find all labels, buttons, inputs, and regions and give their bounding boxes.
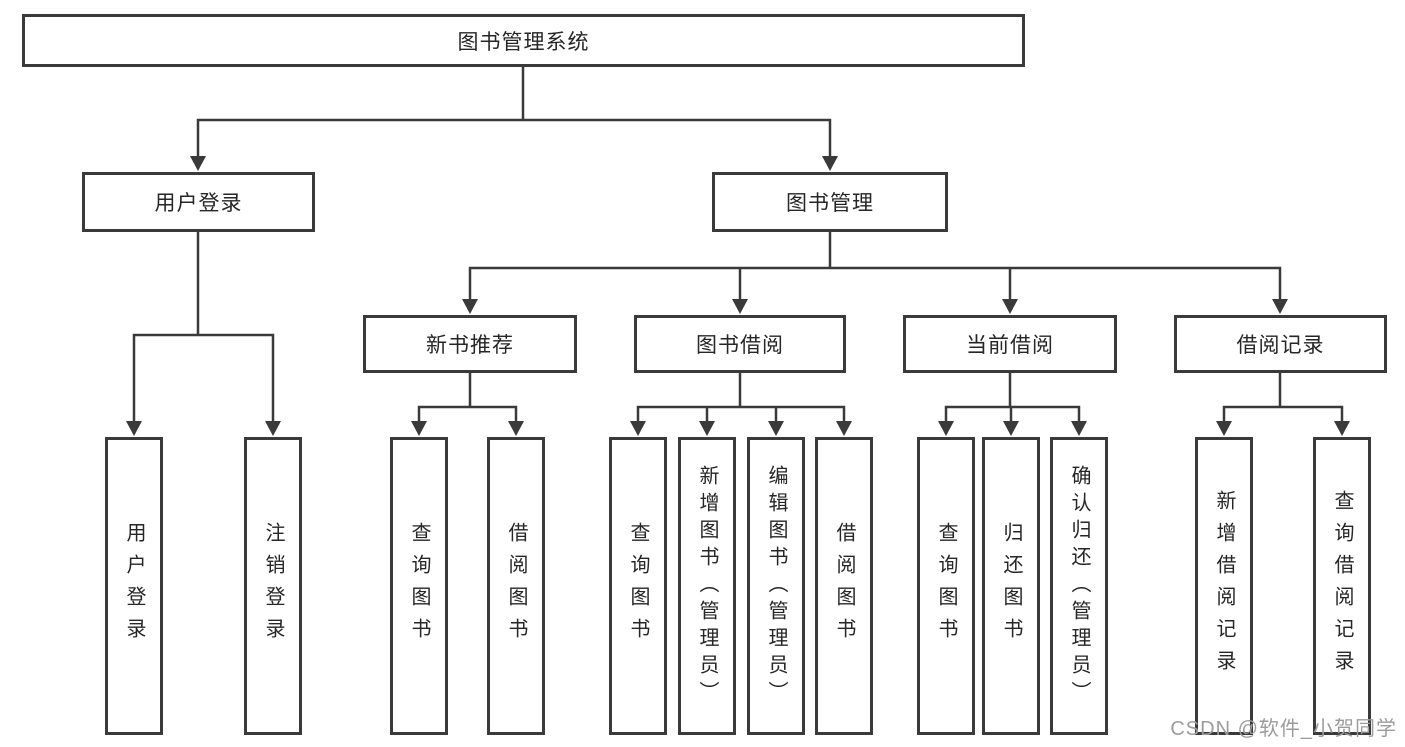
- leaf-current-query-books: 查询图书: [917, 437, 975, 735]
- leaf-user-login-label: 用户登录: [123, 522, 145, 650]
- node-book-borrow: 图书借阅: [634, 315, 846, 373]
- leaf-current-return-books-label: 归还图书: [1000, 522, 1022, 650]
- leaf-borrow-edit-books-admin: 编辑图书（管理员）: [747, 437, 805, 735]
- leaf-borrow-add-books-admin-label: 新增图书（管理员）: [696, 464, 718, 708]
- leaf-current-confirm-return-admin: 确认归还（管理员）: [1050, 437, 1108, 735]
- leaf-borrow-edit-books-admin-label: 编辑图书（管理员）: [765, 464, 787, 708]
- node-current-borrow: 当前借阅: [903, 315, 1117, 373]
- leaf-records-query-record: 查询借阅记录: [1313, 437, 1371, 735]
- node-user-login-label: 用户登录: [154, 192, 243, 215]
- node-book-borrow-label: 图书借阅: [696, 334, 784, 357]
- node-current-borrow-label: 当前借阅: [966, 334, 1054, 357]
- node-root: 图书管理系统: [22, 14, 1025, 67]
- leaf-recommend-borrow-books-label: 借阅图书: [505, 522, 527, 650]
- leaf-user-login: 用户登录: [105, 437, 163, 735]
- node-root-label: 图书管理系统: [457, 30, 590, 54]
- leaf-current-return-books: 归还图书: [982, 437, 1040, 735]
- leaf-records-add-record: 新增借阅记录: [1195, 437, 1253, 735]
- leaf-borrow-borrow-books: 借阅图书: [815, 437, 873, 735]
- leaf-logout: 注销登录: [244, 437, 302, 735]
- leaf-current-query-books-label: 查询图书: [935, 522, 957, 650]
- csdn-watermark: CSDN @软件_小贺同学: [1170, 718, 1397, 740]
- node-book-management-label: 图书管理: [786, 192, 874, 215]
- leaf-current-confirm-return-admin-label: 确认归还（管理员）: [1068, 464, 1090, 708]
- node-book-management: 图书管理: [712, 172, 948, 232]
- leaf-borrow-query-books: 查询图书: [609, 437, 667, 735]
- node-user-login: 用户登录: [82, 172, 315, 232]
- node-borrow-records-label: 借阅记录: [1236, 334, 1325, 357]
- node-new-book-recommend: 新书推荐: [363, 315, 577, 373]
- leaf-records-add-record-label: 新增借阅记录: [1213, 490, 1235, 682]
- leaf-borrow-borrow-books-label: 借阅图书: [833, 522, 855, 650]
- leaf-recommend-borrow-books: 借阅图书: [487, 437, 545, 735]
- leaf-logout-label: 注销登录: [262, 522, 284, 650]
- leaf-recommend-query-books: 查询图书: [390, 437, 448, 735]
- leaf-borrow-query-books-label: 查询图书: [627, 522, 649, 650]
- leaf-records-query-record-label: 查询借阅记录: [1331, 490, 1353, 682]
- leaf-borrow-add-books-admin: 新增图书（管理员）: [678, 437, 736, 735]
- leaf-recommend-query-books-label: 查询图书: [408, 522, 430, 650]
- node-borrow-records: 借阅记录: [1174, 315, 1387, 373]
- node-new-book-recommend-label: 新书推荐: [426, 334, 514, 357]
